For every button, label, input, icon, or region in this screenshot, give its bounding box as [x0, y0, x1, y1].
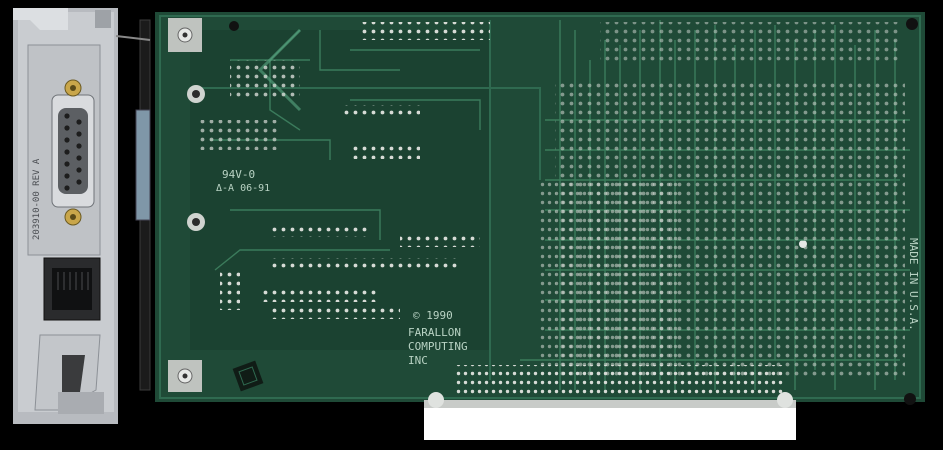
- copyright-notice: © 1990: [413, 309, 453, 322]
- maker-name-line-1: FARALLON: [408, 326, 461, 339]
- edge-connector: [424, 392, 796, 440]
- solder-pads: [200, 22, 905, 395]
- bracket-stamp: 203910-00 REV A: [32, 158, 42, 240]
- mounting-hole: [168, 360, 202, 392]
- rj-jack: [43, 257, 101, 321]
- circuit-board: 94V-0 Δ-A 06-91 © 1990 FARALLON COMPUTIN…: [155, 12, 925, 405]
- maker-name-line-3: INC: [408, 354, 428, 367]
- mounting-hole: [168, 18, 202, 52]
- origin-label: MADE IN U.S.A.: [907, 238, 920, 331]
- db15-connector: [51, 79, 95, 226]
- board-revision: Δ-A 06-91: [216, 183, 270, 194]
- mounting-bracket: 203910-00 REV A: [13, 8, 118, 424]
- maker-name-line-2: COMPUTING: [408, 340, 468, 353]
- flammability-rating: 94V-0: [222, 168, 255, 181]
- farallon-logo: [232, 360, 264, 392]
